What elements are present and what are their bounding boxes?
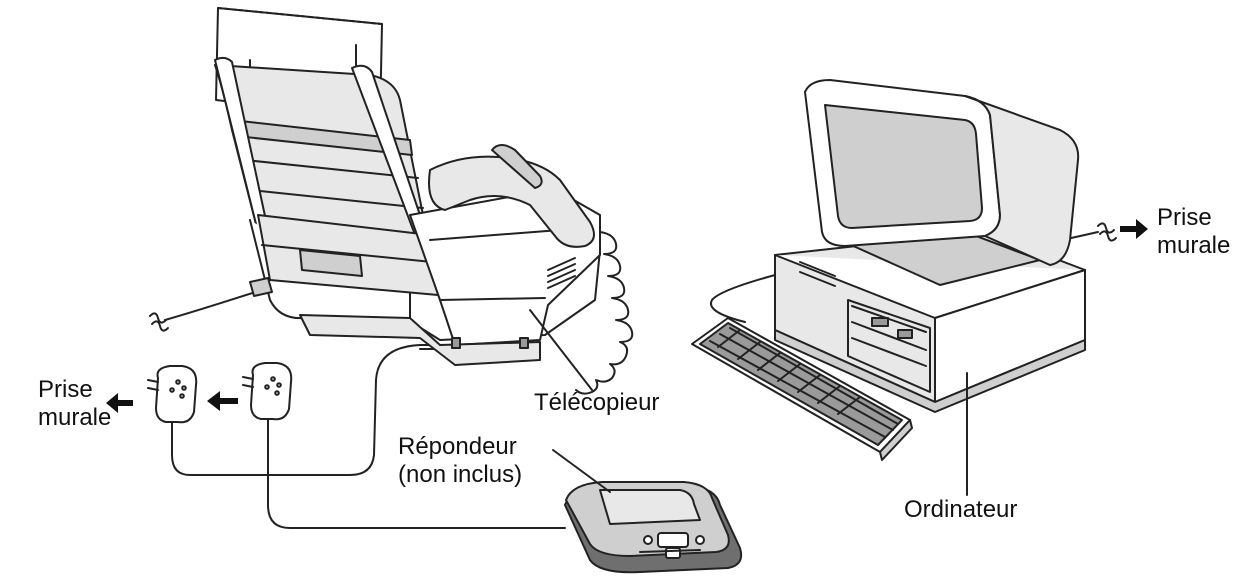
computer-drawing [691, 79, 1086, 461]
fax-power-cord [164, 289, 263, 321]
answering-machine-cable [267, 419, 566, 529]
label-wall-right-line1: Prise [1157, 204, 1212, 231]
label-computer: Ordinateur [904, 496, 1018, 523]
cord-break-right [1097, 222, 1117, 242]
arrow-to-right-wall [1120, 219, 1148, 239]
answering-machine-drawing [564, 481, 743, 574]
leader-answering [552, 449, 611, 493]
label-answering-line1: Répondeur [398, 433, 517, 460]
label-answering-line2: (non inclus) [398, 461, 523, 488]
fax-line-cable [171, 344, 456, 476]
computer-screen [824, 104, 983, 229]
label-fax: Télécopieur [534, 389, 660, 416]
label-wall-right: Prise murale [1157, 204, 1230, 260]
fax-machine-drawing [214, 7, 634, 395]
label-wall-left-line1: Prise [38, 376, 93, 403]
cord-break-left [149, 312, 169, 332]
keyboard-cable [709, 274, 776, 323]
arrow-between-adapters [207, 391, 238, 411]
label-answering-machine: Répondeur (non inclus) [398, 433, 522, 489]
fax-coiled-cord [575, 231, 634, 395]
label-wall-left: Prise murale [38, 376, 111, 432]
arrow-to-left-wall [106, 393, 133, 413]
leader-fax [529, 309, 593, 391]
label-wall-right-line2: murale [1157, 232, 1231, 259]
label-wall-left-line2: murale [38, 404, 112, 431]
wall-plug-adapter-2 [242, 362, 293, 421]
wall-plug-adapter-1 [147, 365, 198, 424]
phone-splitters [106, 362, 293, 424]
